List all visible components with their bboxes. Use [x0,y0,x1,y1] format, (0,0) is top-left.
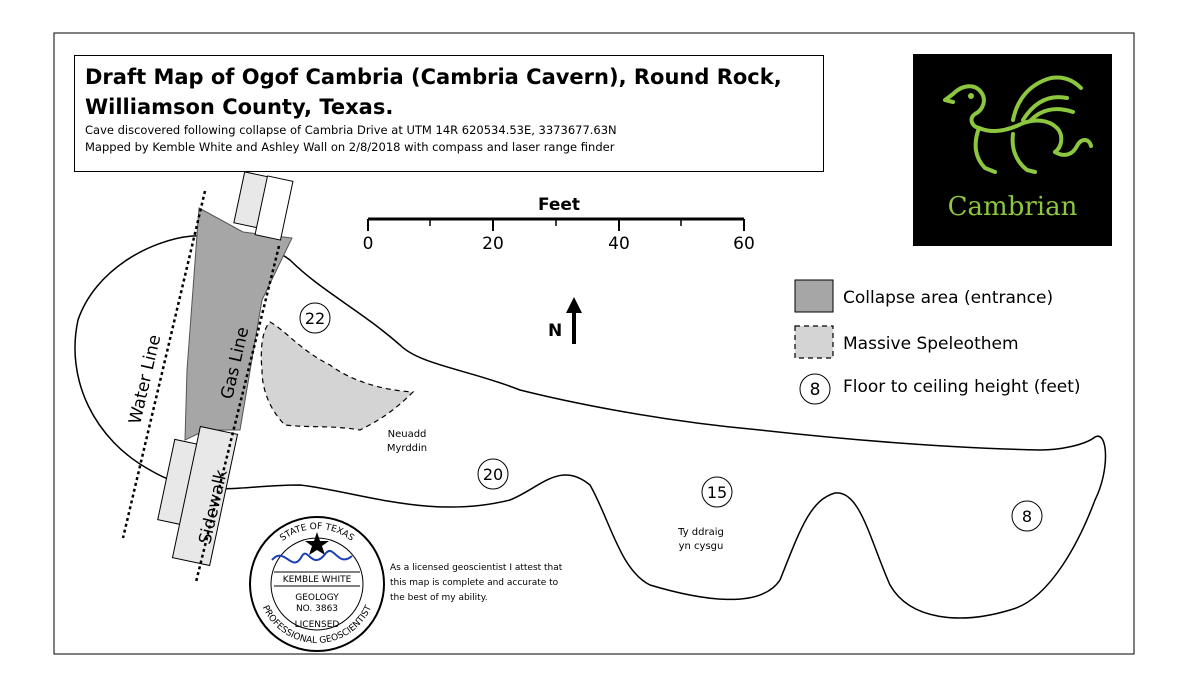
geoscientist-seal: STATE OF TEXAS PROFESSIONAL GEOSCIENTIST… [249,516,385,652]
mapped-by-note: Mapped by Kemble White and Ashley Wall o… [85,140,615,154]
legend-height-circle [799,373,831,405]
place-neuadd-1: Neuadd [388,429,427,440]
height-marker [701,476,733,508]
scale-tick-20: 20 [482,234,504,254]
cambrian-logo: Cambrian [913,54,1112,246]
north-arrow: N [548,297,582,344]
map-frame [53,32,1135,655]
cave-outline [74,235,1107,619]
map-title-line-1: Draft Map of Ogof Cambria (Cambria Caver… [85,65,782,89]
logo-text: Cambrian [947,192,1078,222]
signature-icon [271,550,353,564]
legend-height-sample: 8 [810,380,821,400]
sidewalk-strip [171,425,239,567]
title-box: Draft Map of Ogof Cambria (Cambria Caver… [74,55,824,172]
seal-licensed: LICENSED [295,620,340,630]
legend-collapse-label: Collapse area (entrance) [843,288,1054,308]
gas-line [194,245,281,583]
height-20: 20 [483,465,503,484]
legend-height-label: Floor to ceiling height (feet) [843,377,1081,397]
legend-collapse-swatch [794,279,834,313]
height-marker [477,458,509,490]
scale-tick-0: 0 [363,234,374,254]
seal-number: NO. 3863 [296,604,338,614]
scale-unit: Feet [538,195,580,215]
scale-bar: Feet 0 20 40 60 [363,195,755,254]
welsh-dragon-icon [943,75,1093,174]
seal-name: KEMBLE WHITE [283,575,352,585]
height-8: 8 [1022,507,1032,526]
massive-speleothem [260,321,415,431]
place-ty-2: yn cysgu [679,541,724,552]
place-ty-1: Ty ddraig [677,527,724,538]
place-neuadd-2: Myrddin [387,443,427,454]
height-22: 22 [305,309,325,328]
height-marker [1011,500,1043,532]
height-marker [299,302,331,334]
discovery-note: Cave discovered following collapse of Ca… [85,123,617,137]
legend-speleothem-swatch [794,325,834,359]
scale-tick-60: 60 [733,234,755,254]
street-strip [254,175,294,241]
height-15: 15 [707,483,727,502]
seal-field: GEOLOGY [295,593,339,603]
star-icon [305,532,329,555]
scale-tick-40: 40 [608,234,630,254]
attestation-text: As a licensed geoscientist I attest that… [390,563,563,603]
map-title-line-2: Williamson County, Texas. [85,95,394,119]
north-label: N [548,321,562,341]
arrow-up-icon [566,297,582,313]
legend-speleothem-label: Massive Speleothem [843,334,1019,354]
